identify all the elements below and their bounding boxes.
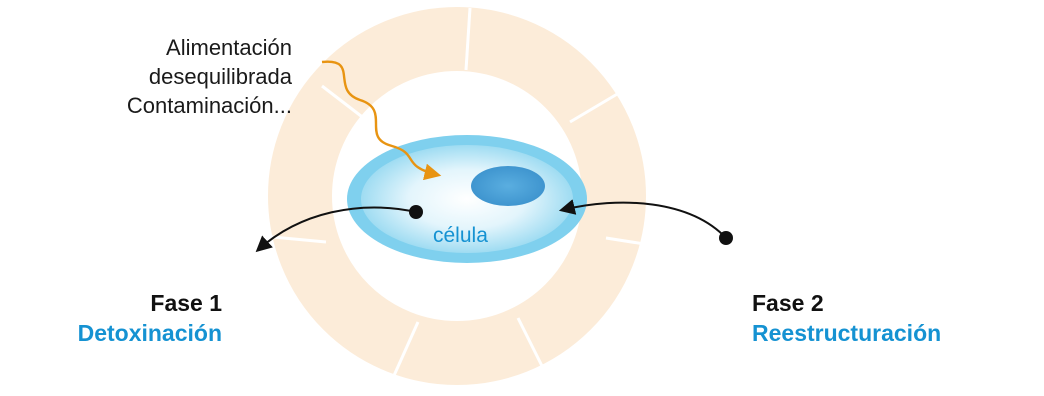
- phase1-name: Detoxinación: [77, 320, 222, 346]
- wavy-arrow-icon: [321, 60, 442, 181]
- phase2-dot: [719, 231, 733, 245]
- cause-line-3: Contaminación...: [126, 93, 292, 118]
- segmented-ring: [261, 7, 671, 385]
- phase2-name: Reestructuración: [752, 320, 942, 346]
- cell: [347, 135, 587, 263]
- phase1-dot: [409, 205, 423, 219]
- curved-arrow-left-icon: [255, 206, 417, 253]
- cause-line-2: desequilibrada: [148, 64, 292, 89]
- cause-line-1: Alimentación: [166, 35, 292, 60]
- cell-nucleus: [471, 166, 545, 206]
- curved-arrow-right-icon: [558, 199, 727, 239]
- cell-label: célula: [433, 224, 488, 247]
- phase2-label: Fase 2: [752, 290, 824, 316]
- phase1-label: Fase 1: [150, 290, 222, 316]
- ring-band: [268, 7, 646, 385]
